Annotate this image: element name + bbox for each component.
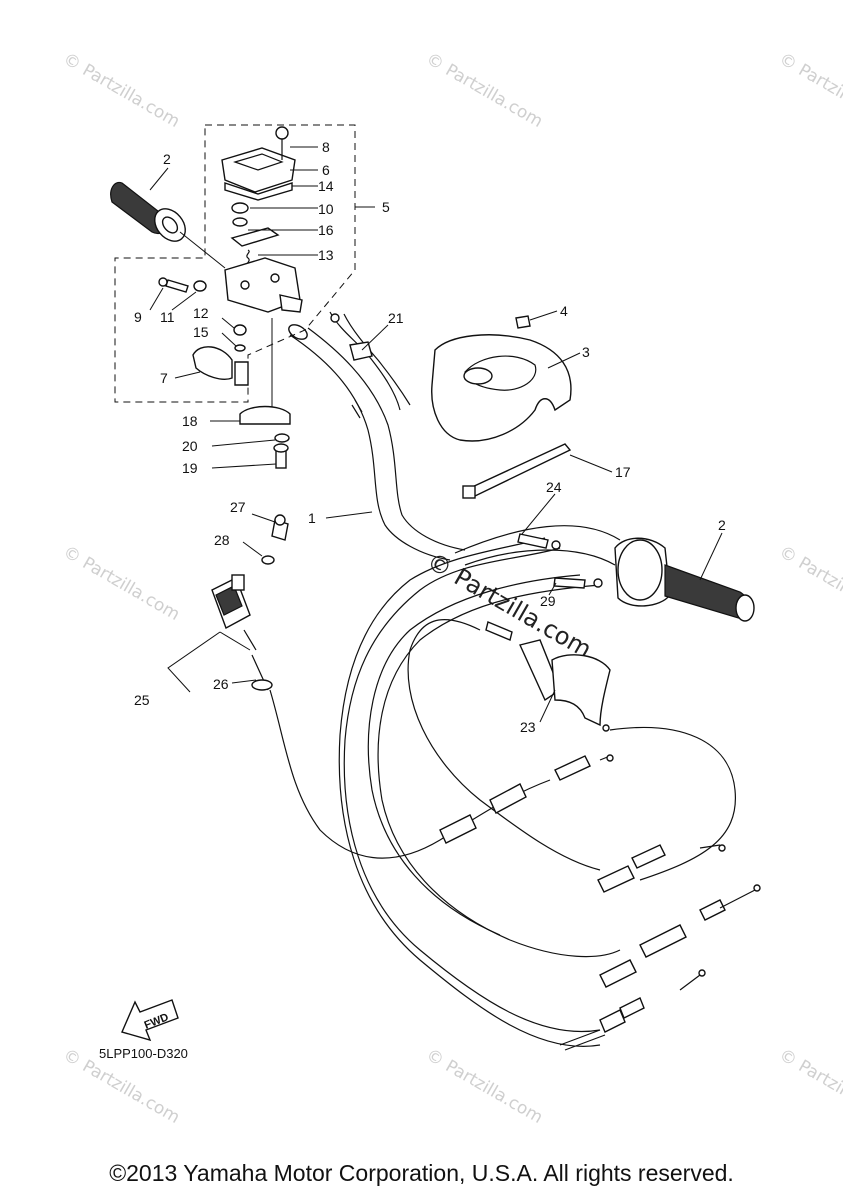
watermark: © Partzilla.com bbox=[60, 49, 184, 132]
cables bbox=[269, 311, 761, 1051]
callout-21: 21 bbox=[388, 310, 404, 326]
callout-29: 29 bbox=[540, 593, 556, 609]
callout-10: 10 bbox=[318, 201, 334, 217]
drawing-code: 5LPP100-D320 bbox=[99, 1046, 188, 1061]
callout-8: 8 bbox=[322, 139, 330, 155]
watermark: © Partzilla.com bbox=[423, 1045, 547, 1128]
callout-7: 7 bbox=[160, 370, 168, 386]
callout-14: 14 bbox=[318, 178, 334, 194]
throttle-assembly bbox=[114, 124, 356, 410]
callout-4: 4 bbox=[560, 303, 568, 319]
watermark: © Partzilla.com bbox=[776, 542, 843, 625]
callout-5: 5 bbox=[382, 199, 390, 215]
left-grip bbox=[110, 181, 226, 269]
callout-16: 16 bbox=[318, 222, 334, 238]
callout-20: 20 bbox=[182, 438, 198, 454]
callout-3: 3 bbox=[582, 344, 590, 360]
callout-9: 9 bbox=[134, 309, 142, 325]
callouts: 1 2 2 3 4 5 6 7 8 9 10 11 12 13 14 15 16… bbox=[134, 139, 726, 735]
watermark: © Partzilla.com bbox=[776, 49, 843, 132]
callout-25: 25 bbox=[134, 692, 150, 708]
watermark: © Partzilla.com bbox=[60, 542, 184, 625]
brake-switch bbox=[211, 514, 289, 691]
callout-24: 24 bbox=[546, 479, 562, 495]
handlebar-cover bbox=[431, 315, 572, 442]
callout-19: 19 bbox=[182, 460, 198, 476]
callout-27: 27 bbox=[230, 499, 246, 515]
callout-13: 13 bbox=[318, 247, 334, 263]
callout-11: 11 bbox=[160, 309, 175, 325]
callout-23: 23 bbox=[520, 719, 536, 735]
fwd-arrow: FWD bbox=[121, 999, 179, 1042]
callout-6: 6 bbox=[322, 162, 330, 178]
copyright-notice: ©2013 Yamaha Motor Corporation, U.S.A. A… bbox=[109, 1160, 734, 1186]
cable-tie bbox=[462, 443, 572, 499]
callout-18: 18 bbox=[182, 413, 198, 429]
center-watermark: © Partzilla.com bbox=[422, 547, 596, 664]
callout-26: 26 bbox=[213, 676, 229, 692]
callout-12: 12 bbox=[193, 305, 209, 321]
callout-2-right: 2 bbox=[718, 517, 726, 533]
watermark: © Partzilla.com bbox=[776, 1045, 843, 1128]
lever-boot bbox=[519, 639, 611, 727]
leader-lines bbox=[149, 146, 723, 723]
callout-2-left: 2 bbox=[163, 151, 171, 167]
callout-28: 28 bbox=[214, 532, 230, 548]
callout-15: 15 bbox=[193, 324, 209, 340]
handlebar-clamp bbox=[239, 405, 291, 469]
watermark: © Partzilla.com bbox=[423, 49, 547, 132]
callout-17: 17 bbox=[615, 464, 631, 480]
right-grip bbox=[614, 537, 755, 622]
callout-1: 1 bbox=[308, 510, 316, 526]
